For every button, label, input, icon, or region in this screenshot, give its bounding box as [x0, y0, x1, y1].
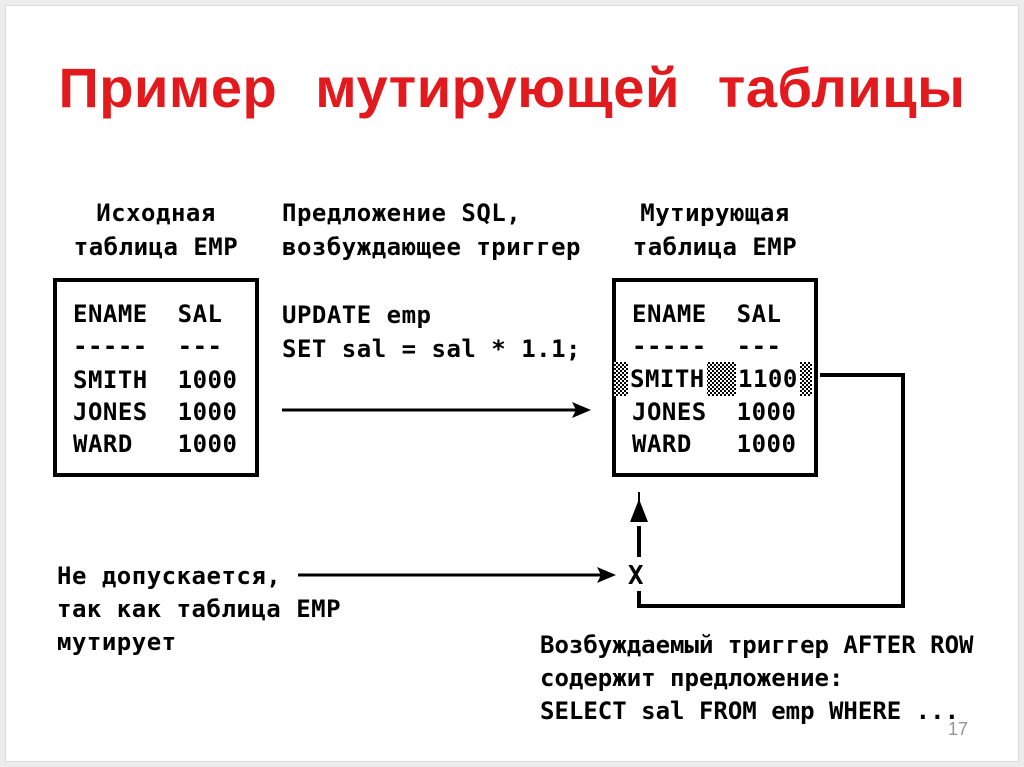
mutating-table-row-jones: JONES 1000 — [632, 398, 797, 426]
source-table-divider: ----- --- — [73, 332, 223, 360]
source-table-columns: ENAME SAL — [73, 300, 223, 328]
blocked-label: Не допускается, так как таблица EMP мути… — [57, 562, 342, 656]
source-table-row-jones: JONES 1000 — [73, 398, 238, 426]
mutating-table-columns: ENAME SAL — [632, 300, 782, 328]
mutating-table-header-label: Мутирующая таблица EMP — [632, 199, 798, 261]
source-table-box: ENAME SAL ----- --- SMITH 1000 JONES 100… — [53, 278, 259, 477]
slide-title: Пример мутирующей таблицы — [58, 56, 966, 119]
mutating-table-box: ENAME SAL ----- --- SMITH 1100 JONES 100… — [612, 278, 818, 477]
sql-statement-text: UPDATE emp SET sal = sal * 1.1; — [282, 301, 581, 363]
mutating-table-highlighted-row: SMITH 1100 — [614, 362, 812, 396]
source-table-row-smith: SMITH 1000 — [73, 366, 238, 394]
page-number: 17 — [947, 719, 969, 739]
highlighted-row-sal: 1100 — [736, 362, 800, 396]
mutating-table-divider: ----- --- — [632, 332, 782, 360]
highlighted-row-ename: SMITH — [628, 362, 707, 396]
trigger-note: Возбуждаемый триггер AFTER ROW содержит … — [540, 631, 974, 725]
sql-statement-header-label: Предложение SQL, возбуждающее триггер — [282, 199, 581, 261]
blocked-x-marker: X — [627, 561, 645, 591]
source-table-header-label: Исходная таблица EMP — [73, 199, 239, 261]
source-table-row-ward: WARD 1000 — [73, 430, 238, 458]
mutating-table-row-ward: WARD 1000 — [632, 430, 797, 458]
